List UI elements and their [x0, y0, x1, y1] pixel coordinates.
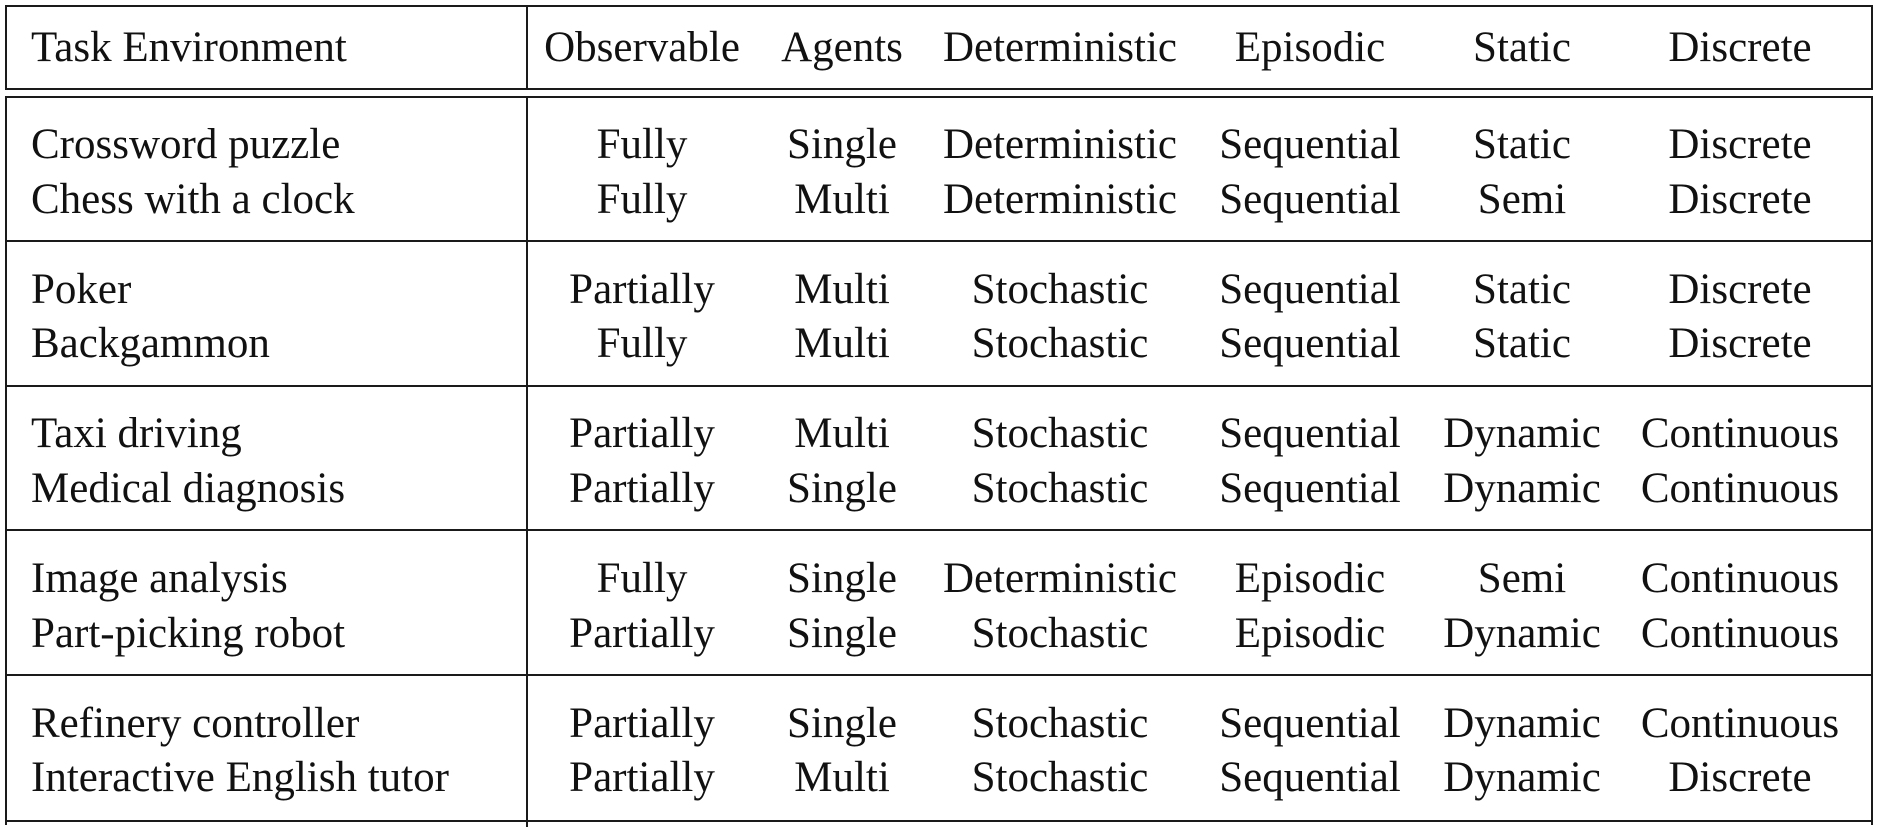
deterministic-cell: Deterministic — [942, 121, 1178, 168]
group-separator — [7, 820, 1871, 822]
discrete-cell: Discrete — [1668, 266, 1812, 313]
task-environment-cell: Crossword puzzle — [31, 121, 341, 168]
group-separator — [7, 674, 1871, 676]
observable-cell: Partially — [569, 754, 715, 801]
episodic-cell: Sequential — [1219, 121, 1401, 168]
header-observable: Observable — [544, 24, 740, 71]
static-cell: Dynamic — [1443, 700, 1601, 747]
episodic-cell: Episodic — [1234, 610, 1386, 657]
task-environment-cell: Refinery controller — [31, 700, 360, 747]
discrete-cell: Continuous — [1640, 410, 1840, 457]
deterministic-cell: Stochastic — [971, 610, 1149, 657]
discrete-cell: Continuous — [1640, 700, 1840, 747]
static-cell: Semi — [1477, 176, 1567, 223]
agents-cell: Multi — [794, 320, 890, 367]
agents-cell: Single — [787, 555, 897, 602]
observable-cell: Fully — [596, 555, 688, 602]
group-separator — [7, 385, 1871, 387]
agents-cell: Multi — [794, 754, 890, 801]
static-cell: Semi — [1477, 555, 1567, 602]
discrete-cell: Discrete — [1668, 176, 1812, 223]
agents-cell: Multi — [794, 176, 890, 223]
task-environment-cell: Medical diagnosis — [31, 465, 346, 512]
observable-cell: Partially — [569, 410, 715, 457]
table-row: Chess with a clock Fully Multi Determini… — [7, 172, 1871, 228]
table-row: Crossword puzzle Fully Single Determinis… — [7, 117, 1871, 173]
header-column-divider — [526, 7, 528, 88]
observable-cell: Partially — [569, 610, 715, 657]
header-deterministic: Deterministic — [942, 24, 1178, 71]
header-static: Static — [1473, 24, 1571, 71]
discrete-cell: Continuous — [1640, 610, 1840, 657]
discrete-cell: Discrete — [1668, 320, 1812, 367]
deterministic-cell: Deterministic — [942, 176, 1178, 223]
static-cell: Static — [1473, 121, 1571, 168]
episodic-cell: Sequential — [1219, 700, 1401, 747]
body-column-divider — [526, 98, 528, 827]
task-environment-cell: Backgammon — [31, 320, 270, 367]
agents-cell: Multi — [794, 410, 890, 457]
table-body: Crossword puzzle Fully Single Determinis… — [5, 96, 1873, 827]
table-row: Backgammon Fully Multi Stochastic Sequen… — [7, 316, 1871, 372]
episodic-cell: Sequential — [1219, 266, 1401, 313]
episodic-cell: Sequential — [1219, 465, 1401, 512]
task-environment-cell: Part-picking robot — [31, 610, 346, 657]
table-row: Image analysis Fully Single Deterministi… — [7, 551, 1871, 607]
header-row: Task Environment Observable Agents Deter… — [7, 20, 1871, 76]
discrete-cell: Discrete — [1668, 754, 1812, 801]
observable-cell: Fully — [596, 121, 688, 168]
deterministic-cell: Deterministic — [942, 555, 1178, 602]
table-row: Interactive English tutor Partially Mult… — [7, 750, 1871, 806]
static-cell: Dynamic — [1443, 465, 1601, 512]
static-cell: Static — [1473, 320, 1571, 367]
agents-cell: Single — [787, 700, 897, 747]
group-separator — [7, 240, 1871, 242]
agents-cell: Single — [787, 610, 897, 657]
table-row: Taxi driving Partially Multi Stochastic … — [7, 406, 1871, 462]
header-agents: Agents — [781, 24, 903, 71]
static-cell: Dynamic — [1443, 610, 1601, 657]
episodic-cell: Episodic — [1234, 555, 1386, 602]
observable-cell: Partially — [569, 465, 715, 512]
static-cell: Static — [1473, 266, 1571, 313]
episodic-cell: Sequential — [1219, 410, 1401, 457]
deterministic-cell: Stochastic — [971, 700, 1149, 747]
observable-cell: Partially — [569, 700, 715, 747]
episodic-cell: Sequential — [1219, 754, 1401, 801]
episodic-cell: Sequential — [1219, 320, 1401, 367]
episodic-cell: Sequential — [1219, 176, 1401, 223]
agents-cell: Single — [787, 465, 897, 512]
table-row: Part-picking robot Partially Single Stoc… — [7, 606, 1871, 662]
observable-cell: Fully — [596, 320, 688, 367]
agents-cell: Single — [787, 121, 897, 168]
agents-cell: Multi — [794, 266, 890, 313]
header-task-environment: Task Environment — [31, 24, 347, 71]
task-environment-cell: Image analysis — [31, 555, 288, 602]
task-environment-cell: Poker — [31, 266, 132, 313]
observable-cell: Partially — [569, 266, 715, 313]
static-cell: Dynamic — [1443, 410, 1601, 457]
deterministic-cell: Stochastic — [971, 754, 1149, 801]
discrete-cell: Discrete — [1668, 121, 1812, 168]
discrete-cell: Continuous — [1640, 465, 1840, 512]
deterministic-cell: Stochastic — [971, 320, 1149, 367]
table-row: Poker Partially Multi Stochastic Sequent… — [7, 262, 1871, 318]
deterministic-cell: Stochastic — [971, 410, 1149, 457]
static-cell: Dynamic — [1443, 754, 1601, 801]
observable-cell: Fully — [596, 176, 688, 223]
task-environment-cell: Interactive English tutor — [31, 754, 449, 801]
group-separator — [7, 529, 1871, 531]
task-environment-cell: Taxi driving — [31, 410, 242, 457]
deterministic-cell: Stochastic — [971, 266, 1149, 313]
discrete-cell: Continuous — [1640, 555, 1840, 602]
table-row: Medical diagnosis Partially Single Stoch… — [7, 461, 1871, 517]
header-discrete: Discrete — [1668, 24, 1812, 71]
table-header: Task Environment Observable Agents Deter… — [5, 5, 1873, 90]
deterministic-cell: Stochastic — [971, 465, 1149, 512]
task-environment-cell: Chess with a clock — [31, 176, 355, 223]
table-row: Refinery controller Partially Single Sto… — [7, 696, 1871, 752]
header-episodic: Episodic — [1234, 24, 1386, 71]
